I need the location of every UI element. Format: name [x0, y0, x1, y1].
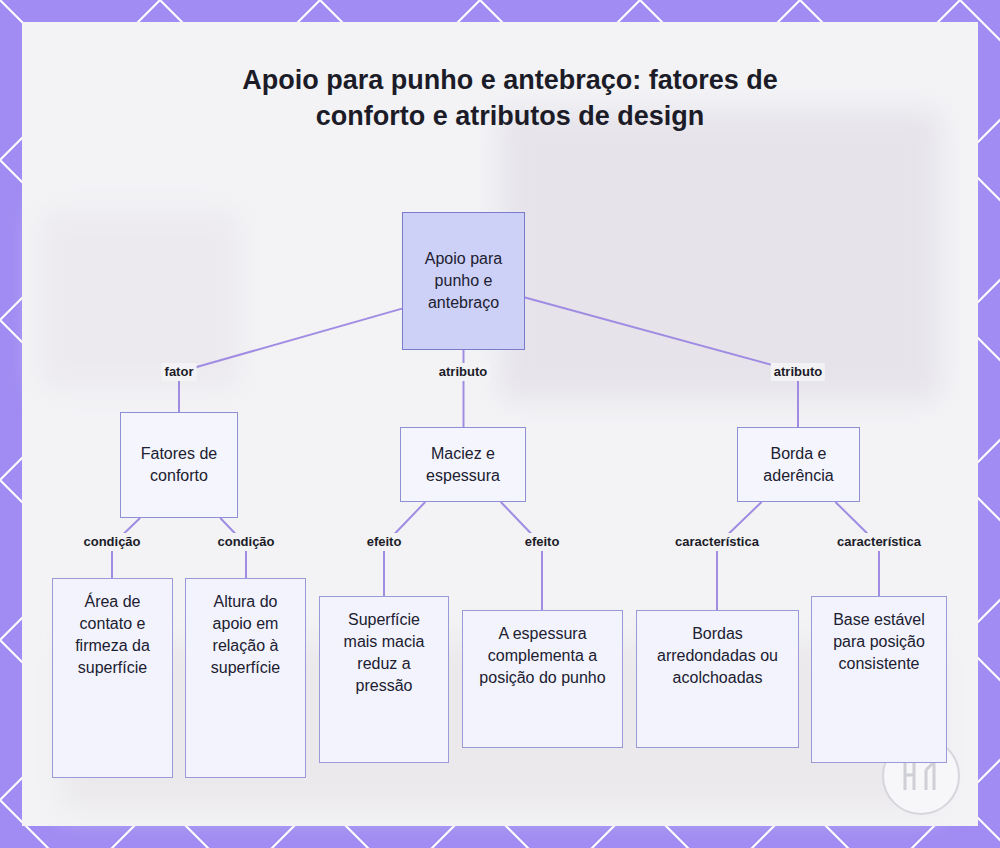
detail-box: Área de contato e firmeza da superfície	[52, 578, 173, 778]
category-box: Borda e aderência	[737, 427, 860, 502]
node-text: Bordas arredondadas ou acolchoadas	[649, 623, 786, 689]
edge-label: condição	[80, 533, 143, 551]
connector	[501, 502, 542, 610]
detail-box: Altura do apoio em relação à superfície	[185, 578, 306, 778]
panel	[22, 22, 978, 826]
node-text: Área de contato e firmeza da superfície	[65, 591, 160, 679]
category-box: Fatores de conforto	[120, 412, 238, 518]
edge-label: condição	[214, 533, 277, 551]
detail-box: Base estável para posição consistente	[811, 596, 947, 763]
category-box: Maciez e espessura	[400, 427, 526, 502]
node-text: Altura do apoio em relação à superfície	[198, 591, 293, 679]
connector	[525, 298, 798, 427]
connector	[463, 350, 465, 427]
blurred-photo	[40, 110, 940, 810]
node-text: Base estável para posição consistente	[824, 609, 934, 675]
detail-box: A espessura complementa a posição do pun…	[462, 610, 623, 748]
node-text: Apoio para punho e antebraço	[421, 248, 506, 314]
detail-box: Superfície mais macia reduz a pressão	[319, 596, 449, 763]
node-text: Borda e aderência	[752, 443, 845, 487]
connector	[717, 502, 762, 610]
node-text: Superfície mais macia reduz a pressão	[332, 609, 436, 697]
edge-label: efeito	[522, 533, 563, 551]
diagram-title: Apoio para punho e antebraço: fatores de…	[230, 62, 790, 134]
root-box: Apoio para punho e antebraço	[402, 212, 525, 350]
edge-label: efeito	[364, 533, 405, 551]
detail-box: Bordas arredondadas ou acolchoadas	[636, 610, 799, 748]
node-text: Maciez e espessura	[415, 443, 511, 487]
edge-label: fator	[162, 363, 197, 381]
connector	[179, 309, 402, 412]
edge-label: característica	[672, 533, 762, 551]
edge-label: atributo	[436, 363, 490, 381]
node-text: Fatores de conforto	[135, 443, 223, 487]
node-text: A espessura complementa a posição do pun…	[475, 623, 610, 689]
edge-label: atributo	[771, 363, 825, 381]
edge-label: característica	[834, 533, 924, 551]
